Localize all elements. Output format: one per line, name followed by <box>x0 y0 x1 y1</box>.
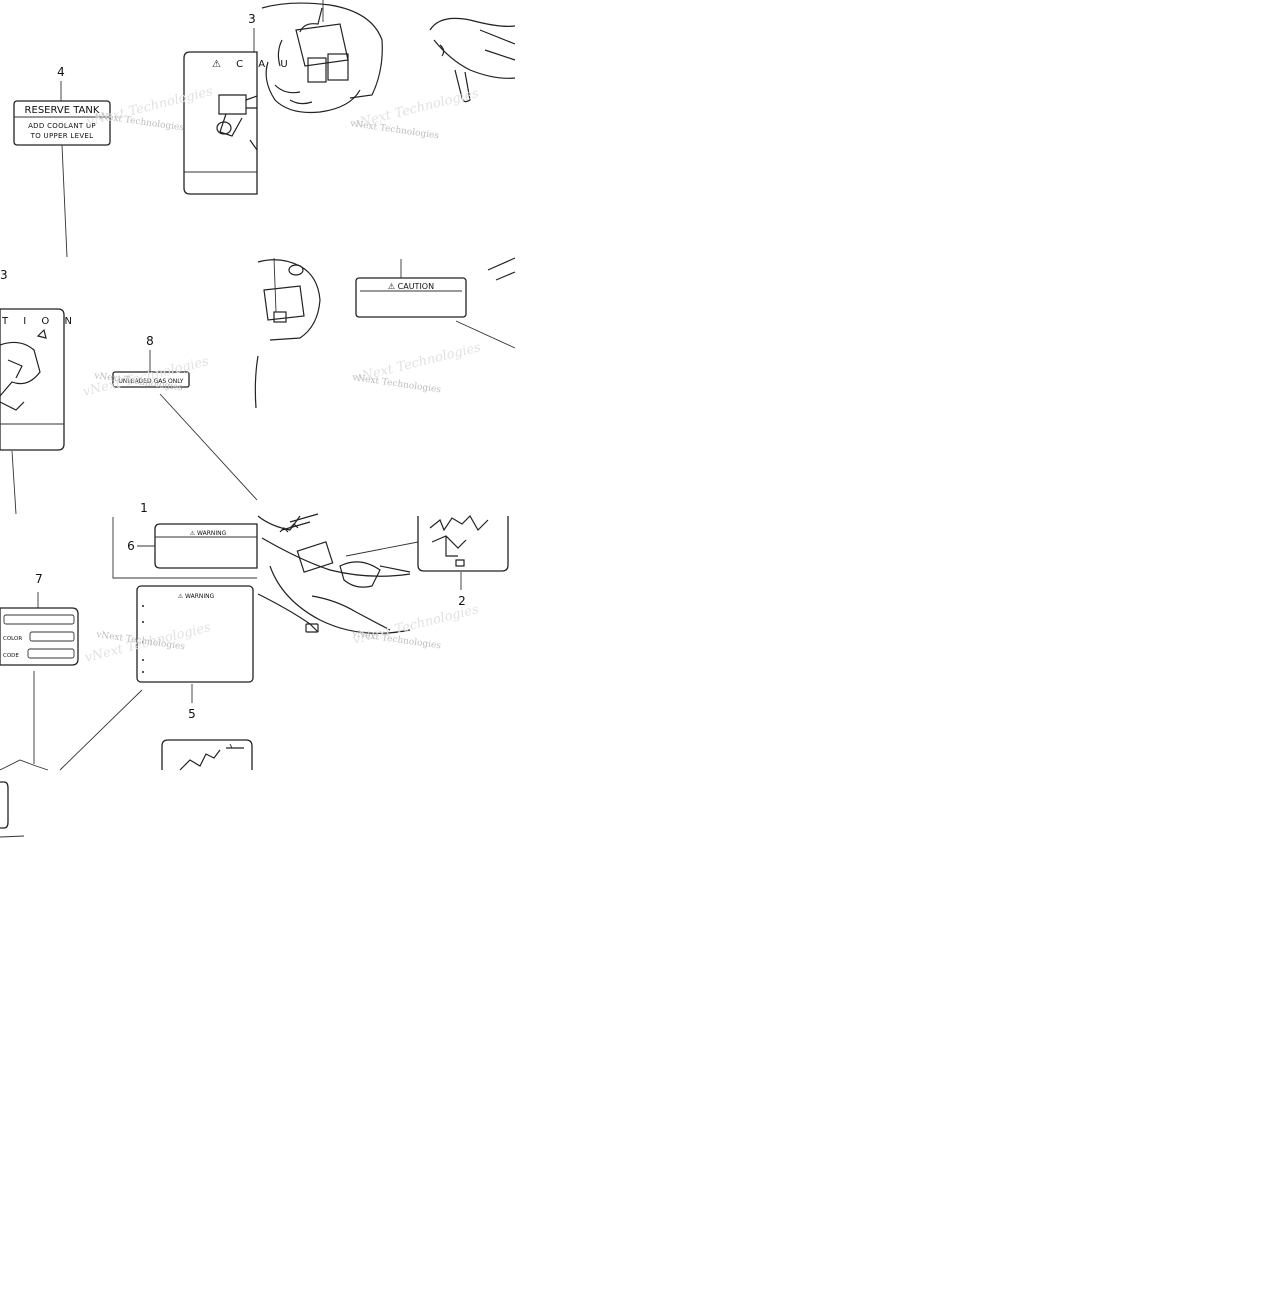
code-text: CODE <box>3 653 19 659</box>
callout-8: 8 <box>146 334 154 348</box>
callout-1: 1 <box>140 501 148 515</box>
leader-5-left <box>59 689 143 771</box>
callout-7: 7 <box>35 572 43 586</box>
leader-3b <box>11 450 17 515</box>
warning-label-1: ⚠ WARNING <box>154 523 258 569</box>
console-illustration <box>257 513 411 634</box>
callout-2: 2 <box>458 594 466 608</box>
warning-label-5: ⚠ WARNING <box>136 585 254 683</box>
callout-6: 6 <box>127 539 135 553</box>
caution-label-left: T I O N <box>0 308 78 451</box>
caution-right-text: ⚠ CAUTION <box>388 282 434 291</box>
shift-pattern-label-bottom <box>161 739 253 771</box>
warning-1-text: ⚠ WARNING <box>190 530 227 537</box>
engine-bay-illustration-top <box>261 0 383 114</box>
callout-3b: 3 <box>0 268 8 282</box>
watermark: vNext Technologies <box>349 119 440 142</box>
watermark: vNext Technologies <box>351 373 442 396</box>
caution-left-text: T I O N <box>1 316 78 327</box>
caution-top-text: ⚠ C A U <box>212 59 294 70</box>
reserve-tank-label: RESERVE TANK ADD COOLANT UP TO UPPER LEV… <box>13 100 111 146</box>
reserve-tank-line2: TO UPPER LEVEL <box>30 132 94 140</box>
reserve-tank-line1: ADD COOLANT UP <box>28 122 96 130</box>
fender-illustration-top <box>429 17 516 103</box>
leader-8-bottom <box>159 393 258 501</box>
leader-2-left <box>345 541 419 557</box>
reserve-tank-title: RESERVE TANK <box>25 105 100 116</box>
shift-pattern-label-2 <box>417 515 509 572</box>
unleaded-text: UNLEADED GAS ONLY <box>119 378 184 385</box>
leader-junction <box>0 759 49 771</box>
leader-4-bottom <box>61 144 68 258</box>
callout-3: 3 <box>248 12 256 26</box>
unleaded-label: UNLEADED GAS ONLY <box>112 371 190 388</box>
caution-label-right: ⚠ CAUTION <box>355 277 467 318</box>
color-code-label: COLOR CODE <box>0 607 79 666</box>
callout-4: 4 <box>57 65 65 79</box>
color-text: COLOR <box>3 636 22 642</box>
fender-edge-mid <box>487 257 516 281</box>
warning-5-text: ⚠ WARNING <box>178 593 215 600</box>
callout-5: 5 <box>188 707 196 721</box>
leader-1-bracket <box>112 517 257 579</box>
partial-label-bottom-left <box>0 781 25 838</box>
leader-right-bottom <box>455 320 516 349</box>
engine-bay-illustration-mid <box>254 257 321 409</box>
caution-label-top: ⚠ C A U <box>183 51 294 195</box>
